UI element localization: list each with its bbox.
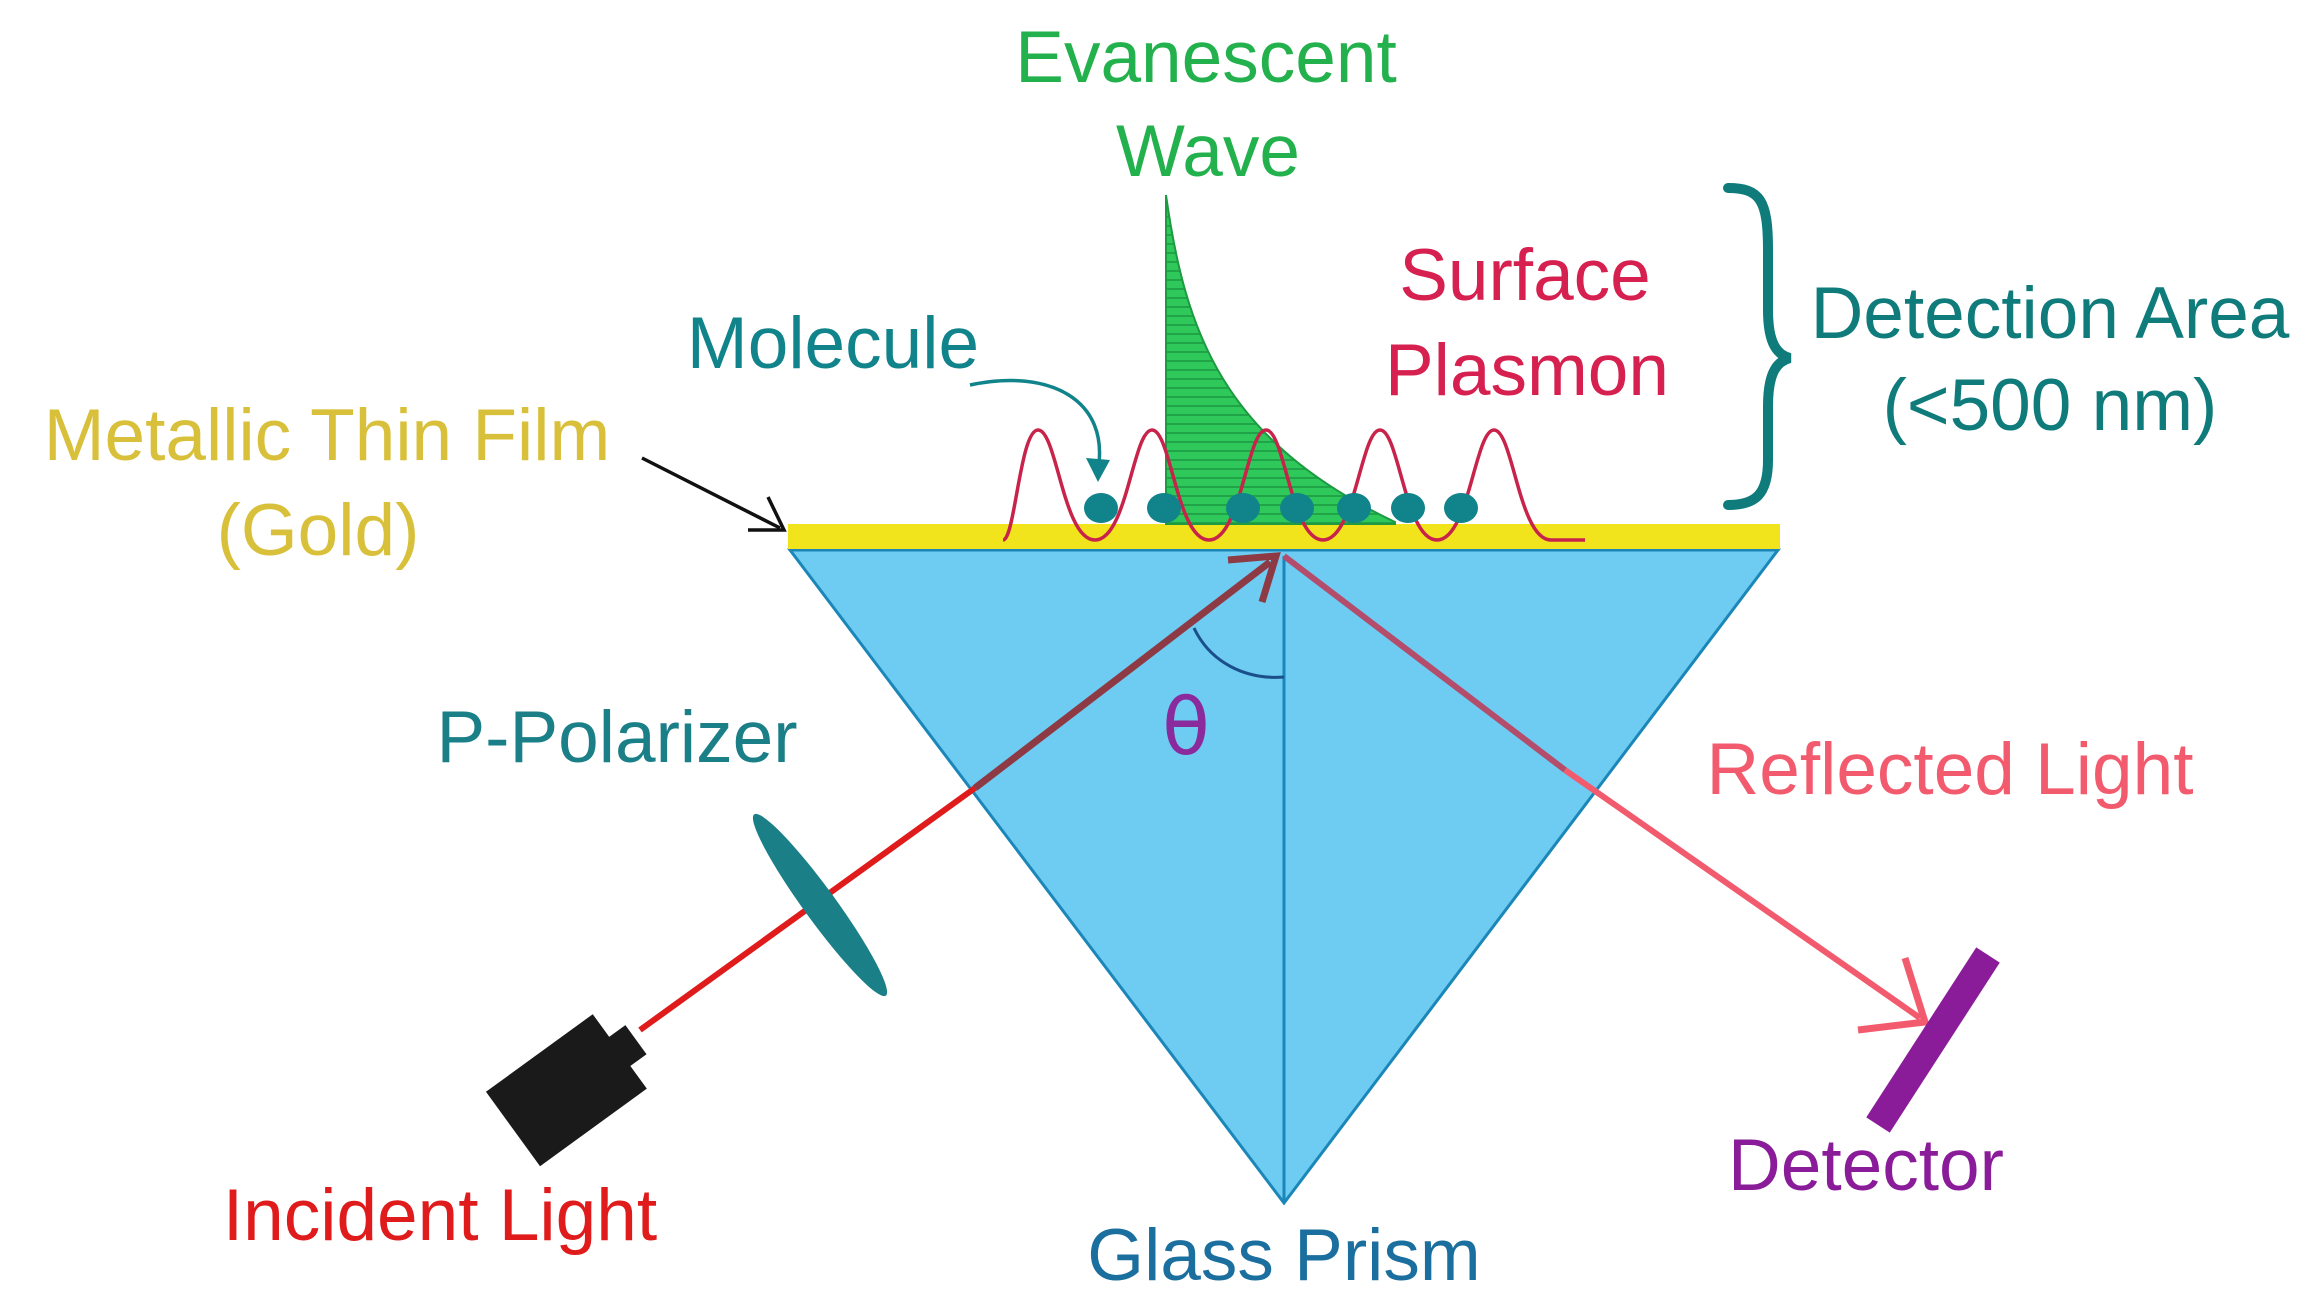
molecule-dot	[1444, 493, 1478, 523]
reflected-beam-in-prism	[1282, 553, 1567, 773]
surface-plasmon-label-line2: Plasmon	[1385, 330, 1669, 411]
metallic-thin-film	[788, 524, 1780, 549]
molecule-dot	[1084, 493, 1118, 523]
evanescent-wave-label-line2: Wave	[1116, 111, 1300, 192]
surface-plasmon-wave	[1001, 428, 1585, 542]
p-polarizer-label: P-Polarizer	[436, 697, 797, 778]
molecule-group	[1084, 493, 1478, 523]
angle-theta-arc	[1192, 627, 1285, 679]
surface-plasmon-label-line1: Surface	[1399, 235, 1651, 316]
film-pointer-arrowhead	[748, 496, 787, 532]
metallic-film-label-line1: Metallic Thin Film	[44, 395, 611, 476]
reflected-beam-arrowhead	[1857, 956, 1930, 1034]
reflected-light-label: Reflected Light	[1707, 729, 2194, 810]
evanescent-wave-label-line1: Evanescent	[1015, 17, 1396, 98]
metallic-film-label-line2: (Gold)	[217, 490, 420, 571]
reflected-beam	[1563, 767, 1922, 1021]
molecule-pointer-arrowhead	[1086, 458, 1110, 482]
theta-label: θ	[1162, 683, 1210, 773]
laser-source-icon	[485, 1014, 647, 1167]
molecule-pointer-arrow	[969, 378, 1102, 471]
molecule-dot	[1391, 493, 1425, 523]
detector-label: Detector	[1728, 1125, 2004, 1206]
film-pointer-arrow	[641, 456, 781, 530]
molecule-dot	[1337, 493, 1371, 523]
molecule-dot	[1226, 493, 1260, 523]
incident-beam-arrowhead	[1227, 552, 1281, 604]
molecule-dot	[1147, 493, 1181, 523]
incident-beam-in-prism	[972, 559, 1273, 791]
detection-area-label-line2: (<500 nm)	[1883, 365, 2218, 446]
detector-plate-icon	[1866, 947, 2000, 1133]
molecule-label: Molecule	[687, 303, 979, 384]
polarizer-lens-icon	[752, 813, 888, 997]
glass-prism-label: Glass Prism	[1087, 1215, 1480, 1296]
detection-area-brace	[1723, 183, 1792, 510]
detection-area-label-line1: Detection Area	[1811, 273, 2290, 354]
incident-light-label: Incident Light	[223, 1175, 657, 1256]
molecule-dot	[1280, 493, 1314, 523]
